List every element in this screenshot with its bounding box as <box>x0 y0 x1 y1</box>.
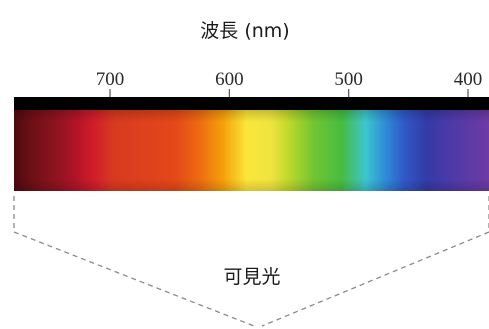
bracket-left-diagonal <box>13 231 255 327</box>
tick-label-600: 600 <box>215 69 244 90</box>
wavelength-ticks: 700 600 500 400 <box>96 69 483 98</box>
tick-label-400: 400 <box>454 69 483 90</box>
spectrum-band-shading <box>14 110 489 191</box>
bracket-right-diagonal <box>261 231 489 327</box>
tick-label-500: 500 <box>334 69 363 90</box>
spectrum-top-band <box>14 97 489 111</box>
visible-light-label: 可見光 <box>223 266 280 288</box>
axis-title: 波長 (nm) <box>200 20 289 42</box>
tick-label-700: 700 <box>96 69 125 90</box>
